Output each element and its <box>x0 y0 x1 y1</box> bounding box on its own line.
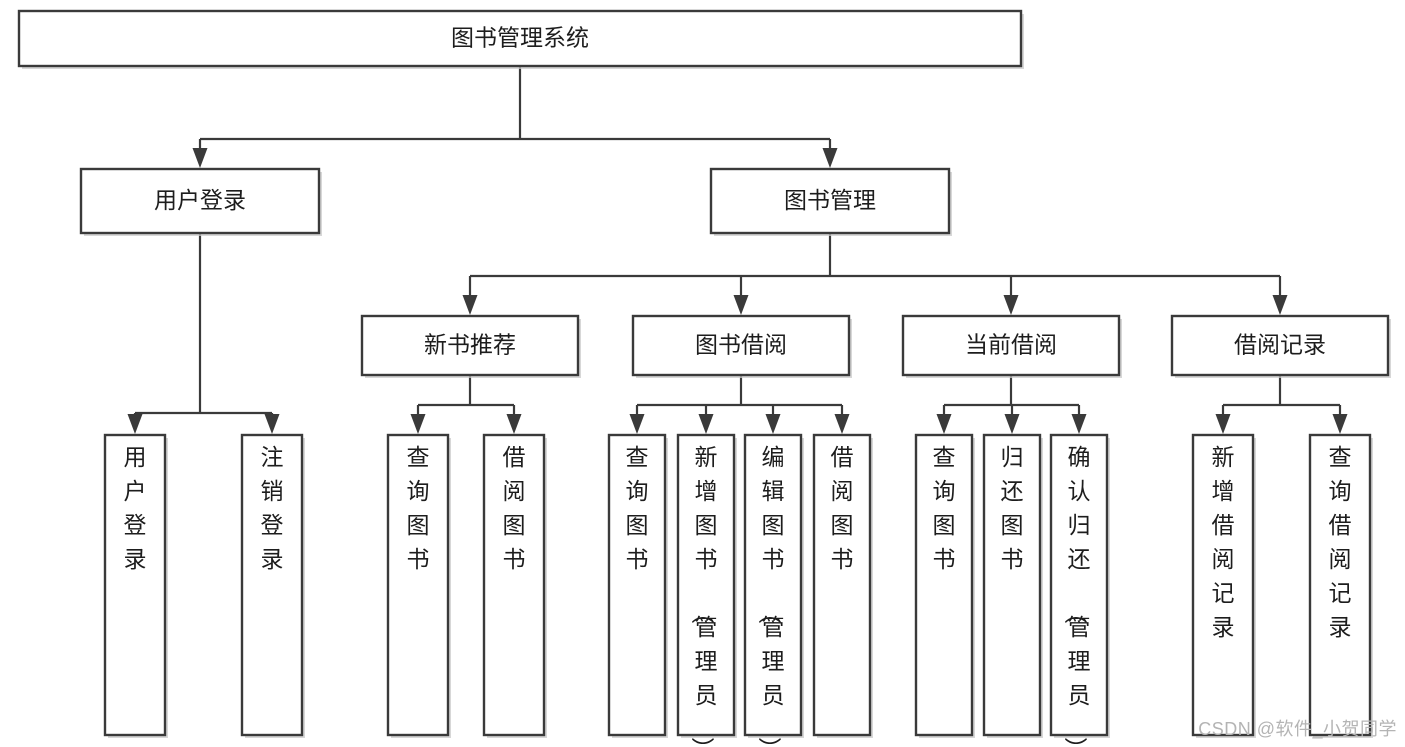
node-box[interactable] <box>1308 433 1372 737</box>
connector-group-current-borrow <box>936 375 1087 434</box>
node-box[interactable] <box>982 433 1042 737</box>
node-new-book-rec[interactable]: 新书推荐 <box>360 314 581 378</box>
node-leaf-user-login[interactable]: 用户登录 <box>103 433 168 738</box>
connector-arrowhead <box>834 414 850 434</box>
node-box[interactable] <box>901 314 1121 377</box>
connector-arrowhead <box>733 295 749 315</box>
node-box[interactable] <box>676 433 736 737</box>
connector-arrowhead <box>822 148 838 168</box>
node-label: 注销登录 <box>261 444 284 572</box>
node-label: 借阅图书 <box>831 444 854 572</box>
node-leaf-add-book[interactable]: 新增图书（管理员） <box>676 433 737 747</box>
connector-group-new-book-rec <box>410 375 522 434</box>
node-label: 图书管理系统 <box>451 25 589 51</box>
node-leaf-add-record[interactable]: 新增借阅记录 <box>1191 433 1256 738</box>
connector-arrowhead <box>765 414 781 434</box>
node-box[interactable] <box>240 433 304 737</box>
node-label: 归还图书 <box>1001 444 1024 572</box>
node-label: 新增借阅记录 <box>1212 444 1235 640</box>
node-box[interactable] <box>482 433 546 737</box>
connector-arrowhead <box>462 295 478 315</box>
connector-arrowhead <box>506 414 522 434</box>
node-box[interactable] <box>17 9 1023 68</box>
connector-arrowhead <box>1003 295 1019 315</box>
node-box[interactable] <box>360 314 580 377</box>
node-root[interactable]: 图书管理系统 <box>17 9 1024 69</box>
node-label: 查询图书 <box>626 444 649 572</box>
node-user-login[interactable]: 用户登录 <box>79 167 322 236</box>
node-label: 确认归还（管理员） <box>1063 444 1091 747</box>
node-label: 借阅图书 <box>503 444 526 572</box>
connector-arrowhead <box>410 414 426 434</box>
node-label: 查询图书 <box>407 444 430 572</box>
node-label: 当前借阅 <box>965 332 1057 358</box>
node-leaf-borrow-book-1[interactable]: 借阅图书 <box>482 433 547 738</box>
node-label: 图书借阅 <box>695 332 787 358</box>
connector-arrowhead <box>1004 414 1020 434</box>
node-label: 用户登录 <box>124 444 147 572</box>
node-label: 图书管理 <box>784 187 876 213</box>
node-box[interactable] <box>79 167 321 235</box>
node-current-borrow[interactable]: 当前借阅 <box>901 314 1122 378</box>
connector-arrowhead <box>127 414 143 434</box>
connector-arrowhead <box>264 414 280 434</box>
connector-arrowhead <box>1071 414 1087 434</box>
connector-arrowhead <box>698 414 714 434</box>
node-label: 用户登录 <box>154 187 246 213</box>
node-box[interactable] <box>1170 314 1390 377</box>
node-box[interactable] <box>743 433 803 737</box>
connector-group-borrow-record <box>1215 375 1348 434</box>
node-leaf-confirm-return[interactable]: 确认归还（管理员） <box>1049 433 1110 747</box>
node-leaf-edit-book[interactable]: 编辑图书（管理员） <box>743 433 804 747</box>
connector-group-root <box>192 66 838 168</box>
connector-arrowhead <box>1215 414 1231 434</box>
node-leaf-borrow-book-2[interactable]: 借阅图书 <box>812 433 873 738</box>
node-layer: 图书管理系统用户登录图书管理新书推荐图书借阅当前借阅借阅记录用户登录注销登录查询… <box>17 9 1391 747</box>
node-box[interactable] <box>1049 433 1109 737</box>
connector-arrowhead <box>192 148 208 168</box>
node-label: 借阅记录 <box>1234 332 1326 358</box>
node-box[interactable] <box>709 167 951 235</box>
node-leaf-query-book-2[interactable]: 查询图书 <box>607 433 668 738</box>
node-book-borrow[interactable]: 图书借阅 <box>631 314 852 378</box>
node-label: 新增图书（管理员） <box>690 444 718 747</box>
connector-arrowhead <box>629 414 645 434</box>
node-leaf-return-book[interactable]: 归还图书 <box>982 433 1043 738</box>
node-leaf-query-record[interactable]: 查询借阅记录 <box>1308 433 1373 738</box>
node-book-manage[interactable]: 图书管理 <box>709 167 952 236</box>
node-box[interactable] <box>914 433 974 737</box>
node-label: 新书推荐 <box>424 332 516 358</box>
node-box[interactable] <box>812 433 872 737</box>
node-label: 查询图书 <box>933 444 956 572</box>
node-leaf-query-book-1[interactable]: 查询图书 <box>386 433 451 738</box>
node-borrow-record[interactable]: 借阅记录 <box>1170 314 1391 378</box>
node-leaf-query-book-3[interactable]: 查询图书 <box>914 433 975 738</box>
node-box[interactable] <box>1191 433 1255 737</box>
connector-arrowhead <box>936 414 952 434</box>
connector-group-book-manage <box>462 233 1288 315</box>
connector-layer <box>127 66 1348 434</box>
node-leaf-user-logout[interactable]: 注销登录 <box>240 433 305 738</box>
node-box[interactable] <box>386 433 450 737</box>
node-box[interactable] <box>607 433 667 737</box>
node-box[interactable] <box>631 314 851 377</box>
node-box[interactable] <box>103 433 167 737</box>
connector-arrowhead <box>1332 414 1348 434</box>
connector-arrowhead <box>1272 295 1288 315</box>
node-label: 编辑图书（管理员） <box>757 444 785 747</box>
node-label: 查询借阅记录 <box>1329 444 1352 640</box>
connector-group-book-borrow <box>629 375 850 434</box>
connector-group-user-login <box>127 233 280 434</box>
